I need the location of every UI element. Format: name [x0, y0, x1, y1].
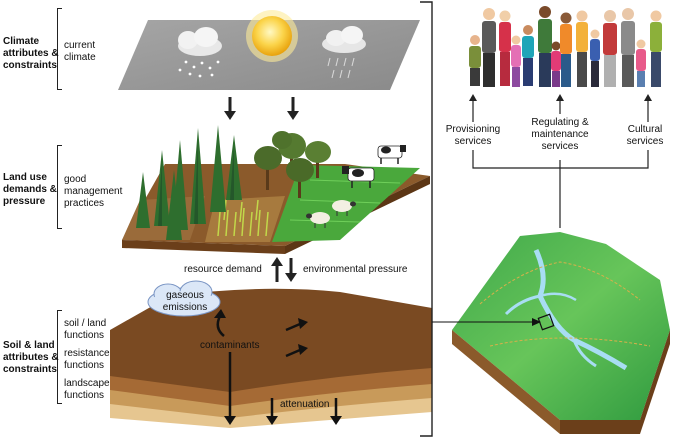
soil-item-landscape: landscape functions [64, 378, 110, 401]
contaminants-label: contaminants [200, 340, 260, 351]
up-arrow-icon [556, 94, 564, 101]
down-arrow-icon [330, 416, 342, 425]
climate-title: Climate attributes & constraints [3, 36, 59, 71]
up-arrow-icon [644, 94, 652, 101]
rain-cloud-icon [322, 26, 366, 79]
snow-cloud-icon [178, 27, 222, 78]
climate-panel [118, 10, 420, 90]
right-arrow-icon [298, 318, 308, 329]
cultural-services-label: Cultural services [626, 124, 664, 147]
soil-item-resistance: resistance functions [64, 348, 110, 371]
regulating-services-label: Regulating & maintenance services [531, 117, 589, 152]
soil-block [110, 288, 432, 428]
up-arrow-icon [469, 94, 477, 101]
environmental-pressure-label: environmental pressure [303, 264, 408, 275]
sheep-icon [306, 212, 330, 228]
people-group-icon [469, 6, 662, 87]
landuse-item: good management practices [64, 174, 123, 209]
right-arrow-icon [298, 344, 308, 355]
emissions-cloud-icon [147, 280, 221, 317]
climate-arrows [228, 97, 295, 112]
down-arrow-icon [287, 111, 299, 120]
up-arrow-icon [271, 257, 283, 266]
divider-bracket [420, 1, 433, 437]
soil-item-functions: soil / land functions [64, 318, 107, 341]
land-use-block [122, 125, 430, 254]
down-arrow-icon [224, 111, 236, 120]
down-arrow-icon [224, 416, 236, 425]
landuse-title: Land use demands & pressure [3, 172, 57, 207]
cow-icon [377, 145, 406, 164]
climate-bracket [57, 8, 62, 90]
attenuation-label: attenuation [280, 399, 330, 410]
soil-title: Soil & land attributes & constraints [3, 340, 59, 375]
soil-bracket [57, 310, 62, 404]
down-arrow-icon [285, 273, 297, 282]
watershed-landscape [452, 232, 670, 434]
sheep-icon [332, 200, 356, 216]
up-arrow-icon [214, 309, 226, 318]
down-arrow-icon [266, 416, 278, 425]
cow-icon [342, 166, 375, 188]
sun-icon [246, 10, 298, 62]
gaseous-emissions-label: gaseous emissions [162, 290, 208, 313]
climate-item: current climate [64, 40, 96, 63]
right-arrow-icon [532, 318, 541, 326]
resource-demand-label: resource demand [184, 264, 262, 275]
landuse-bracket [57, 145, 62, 229]
provisioning-services-label: Provisioning services [445, 124, 501, 147]
